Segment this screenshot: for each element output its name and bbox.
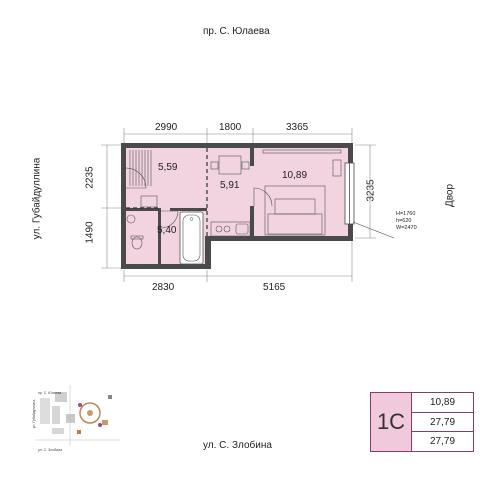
toilet — [131, 236, 143, 250]
sun-path-icon — [79, 402, 101, 424]
shoe-cabinet — [140, 195, 158, 208]
sink — [126, 214, 136, 224]
minimap-label-bottom: ул. С. Злобина — [38, 448, 63, 452]
total-area-value: 27,79 — [412, 413, 473, 433]
window-spec: H=1760 h=620 W=2470 — [396, 211, 417, 232]
entrance-door — [125, 167, 147, 189]
wardrobe — [129, 150, 152, 186]
minimap-label-top: пр. С. Юлаева — [38, 391, 62, 395]
zone-separators — [126, 148, 208, 236]
window-height: H=1760 — [396, 211, 416, 217]
window — [344, 162, 355, 225]
bath-door — [160, 210, 179, 229]
bathtub — [179, 211, 204, 265]
dining-table — [210, 155, 250, 175]
area-values: 10,89 27,79 27,79 — [412, 393, 473, 451]
living-area-value: 10,89 — [412, 393, 473, 413]
minimap-label-left: ул. Губайдуллина — [32, 399, 36, 429]
room-area-living: 10,89 — [282, 170, 308, 181]
window-sill: h=620 — [396, 218, 412, 224]
street-bottom-label: ул. С. Злобина — [203, 440, 272, 451]
location-minimap — [35, 385, 120, 446]
room-area-kitchen: 5,91 — [220, 180, 240, 191]
apartment-type: 1С — [371, 393, 412, 451]
living-door — [253, 187, 273, 207]
total-area-balcony-value: 27,79 — [429, 436, 456, 448]
living-furniture — [262, 149, 342, 236]
dim-bottom-2: 5165 — [263, 282, 286, 293]
toilet-tank — [130, 235, 144, 240]
apartment-info-box: 1С 10,89 27,79 27,79 — [370, 392, 474, 452]
walls — [121, 143, 353, 269]
dim-top-2: 1800 — [219, 122, 242, 133]
kitchen-counter — [210, 221, 251, 237]
street-top-label: пр. С. Юлаева — [203, 26, 270, 37]
room-area-bath: 5,40 — [157, 225, 177, 236]
dim-top-1: 2990 — [155, 122, 178, 133]
window-width: W=2470 — [396, 225, 417, 231]
room-area-hall: 5,59 — [158, 162, 178, 173]
dim-bottom-1: 2830 — [152, 282, 175, 293]
dim-top-3: 3365 — [286, 122, 309, 133]
